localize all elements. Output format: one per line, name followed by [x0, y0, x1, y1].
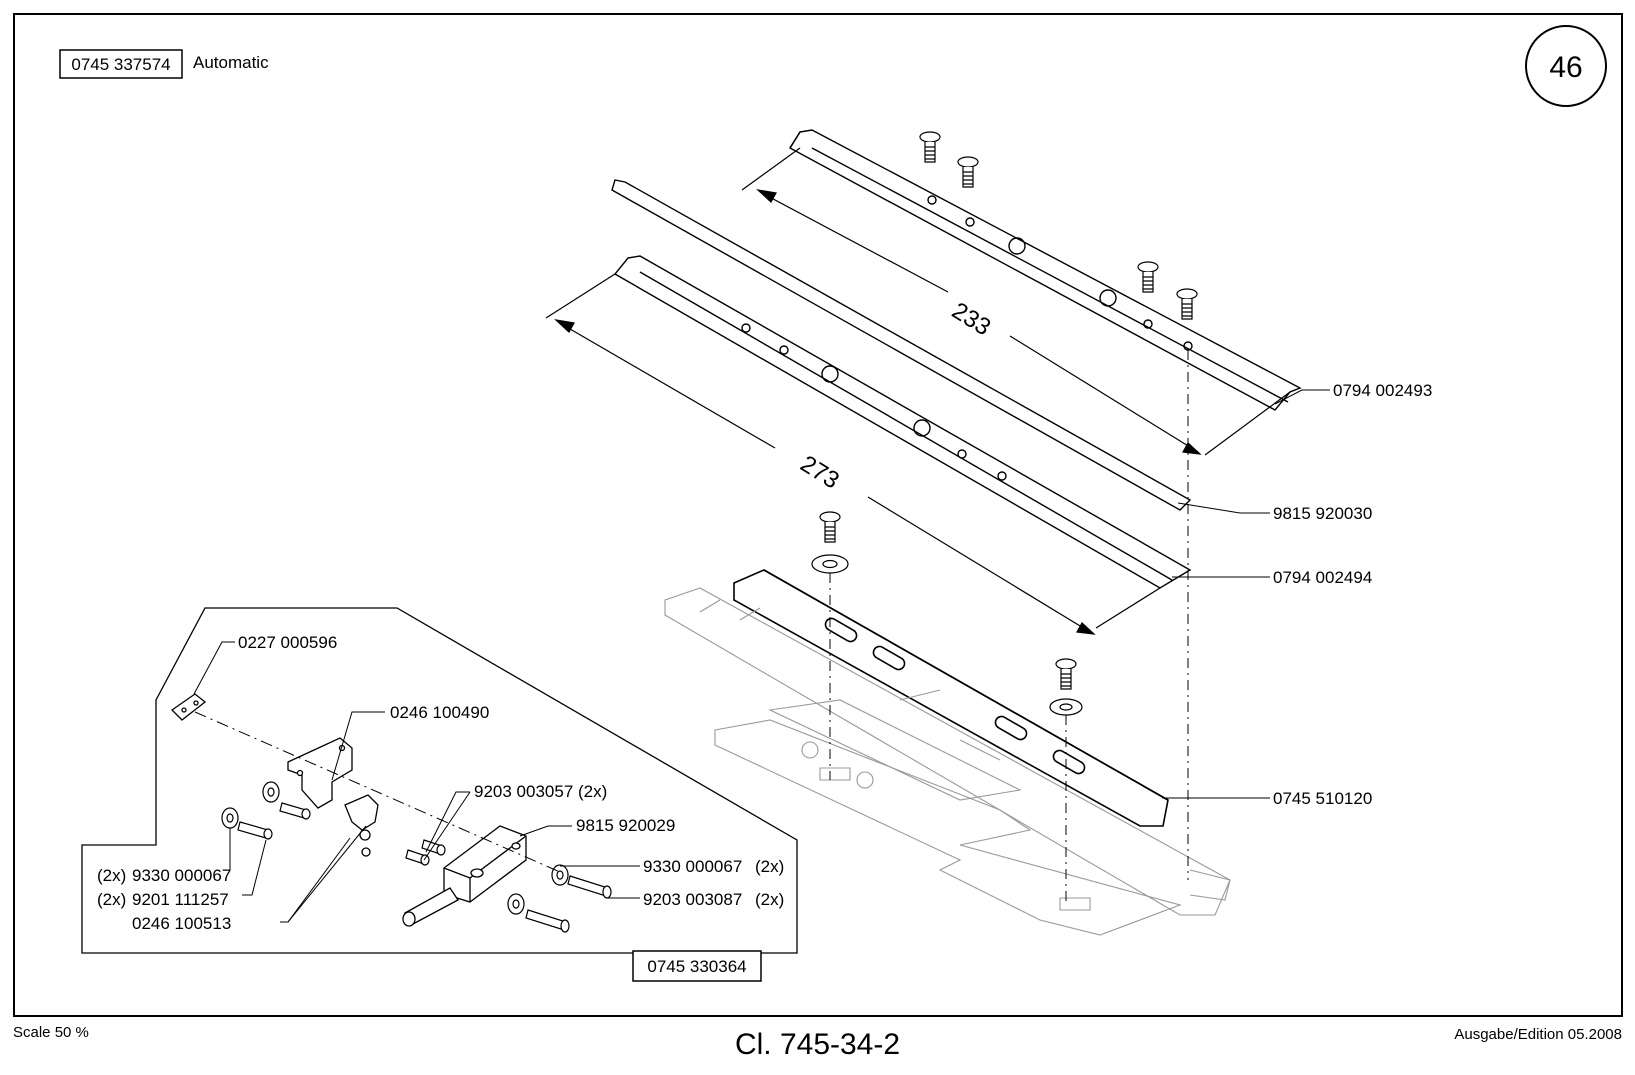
- dimension-273: [546, 274, 1160, 634]
- label-screw-left: 9201 111257: [132, 890, 229, 909]
- label-screw-right: 9203 003087: [643, 890, 742, 909]
- sheet-frame: [14, 14, 1622, 1016]
- machine-base: [665, 588, 1230, 935]
- edition-label: Ausgabe/Edition 05.2008: [1454, 1026, 1622, 1043]
- assembly-label: Automatic: [193, 53, 269, 72]
- label-washer-right-qty: (2x): [755, 857, 784, 876]
- upper-strip: [790, 130, 1300, 410]
- class-title: Cl. 745-34-2: [0, 1028, 1635, 1062]
- label-screw-left-qty: (2x): [97, 890, 126, 909]
- page-number: 46: [1549, 51, 1582, 84]
- label-lever: 0246 100513: [132, 914, 231, 933]
- label-thin-band: 9815 920030: [1273, 504, 1372, 523]
- label-bracket: 0246 100490: [390, 703, 489, 722]
- label-screw-a: 9203 003057 (2x): [474, 782, 607, 801]
- thin-band: [612, 180, 1190, 510]
- dimension-label-lower: 273: [796, 450, 844, 494]
- base-plate: [734, 570, 1168, 826]
- label-upper-strip: 0794 002493: [1333, 381, 1432, 400]
- label-screw-right-qty: (2x): [755, 890, 784, 909]
- dimension-label-upper: 233: [947, 297, 995, 341]
- label-spacer: 0227 000596: [238, 633, 337, 652]
- label-washer-left-qty: (2x): [97, 866, 126, 885]
- label-switch: 9815 920029: [576, 816, 675, 835]
- label-lower-strip: 0794 002494: [1273, 568, 1372, 587]
- detail-assembly-number: 0745 330364: [647, 957, 746, 976]
- label-washer-right: 9330 000067: [643, 857, 742, 876]
- label-base-plate: 0745 510120: [1273, 789, 1372, 808]
- label-washer-left: 9330 000067: [132, 866, 231, 885]
- assembly-number: 0745 337574: [71, 55, 170, 74]
